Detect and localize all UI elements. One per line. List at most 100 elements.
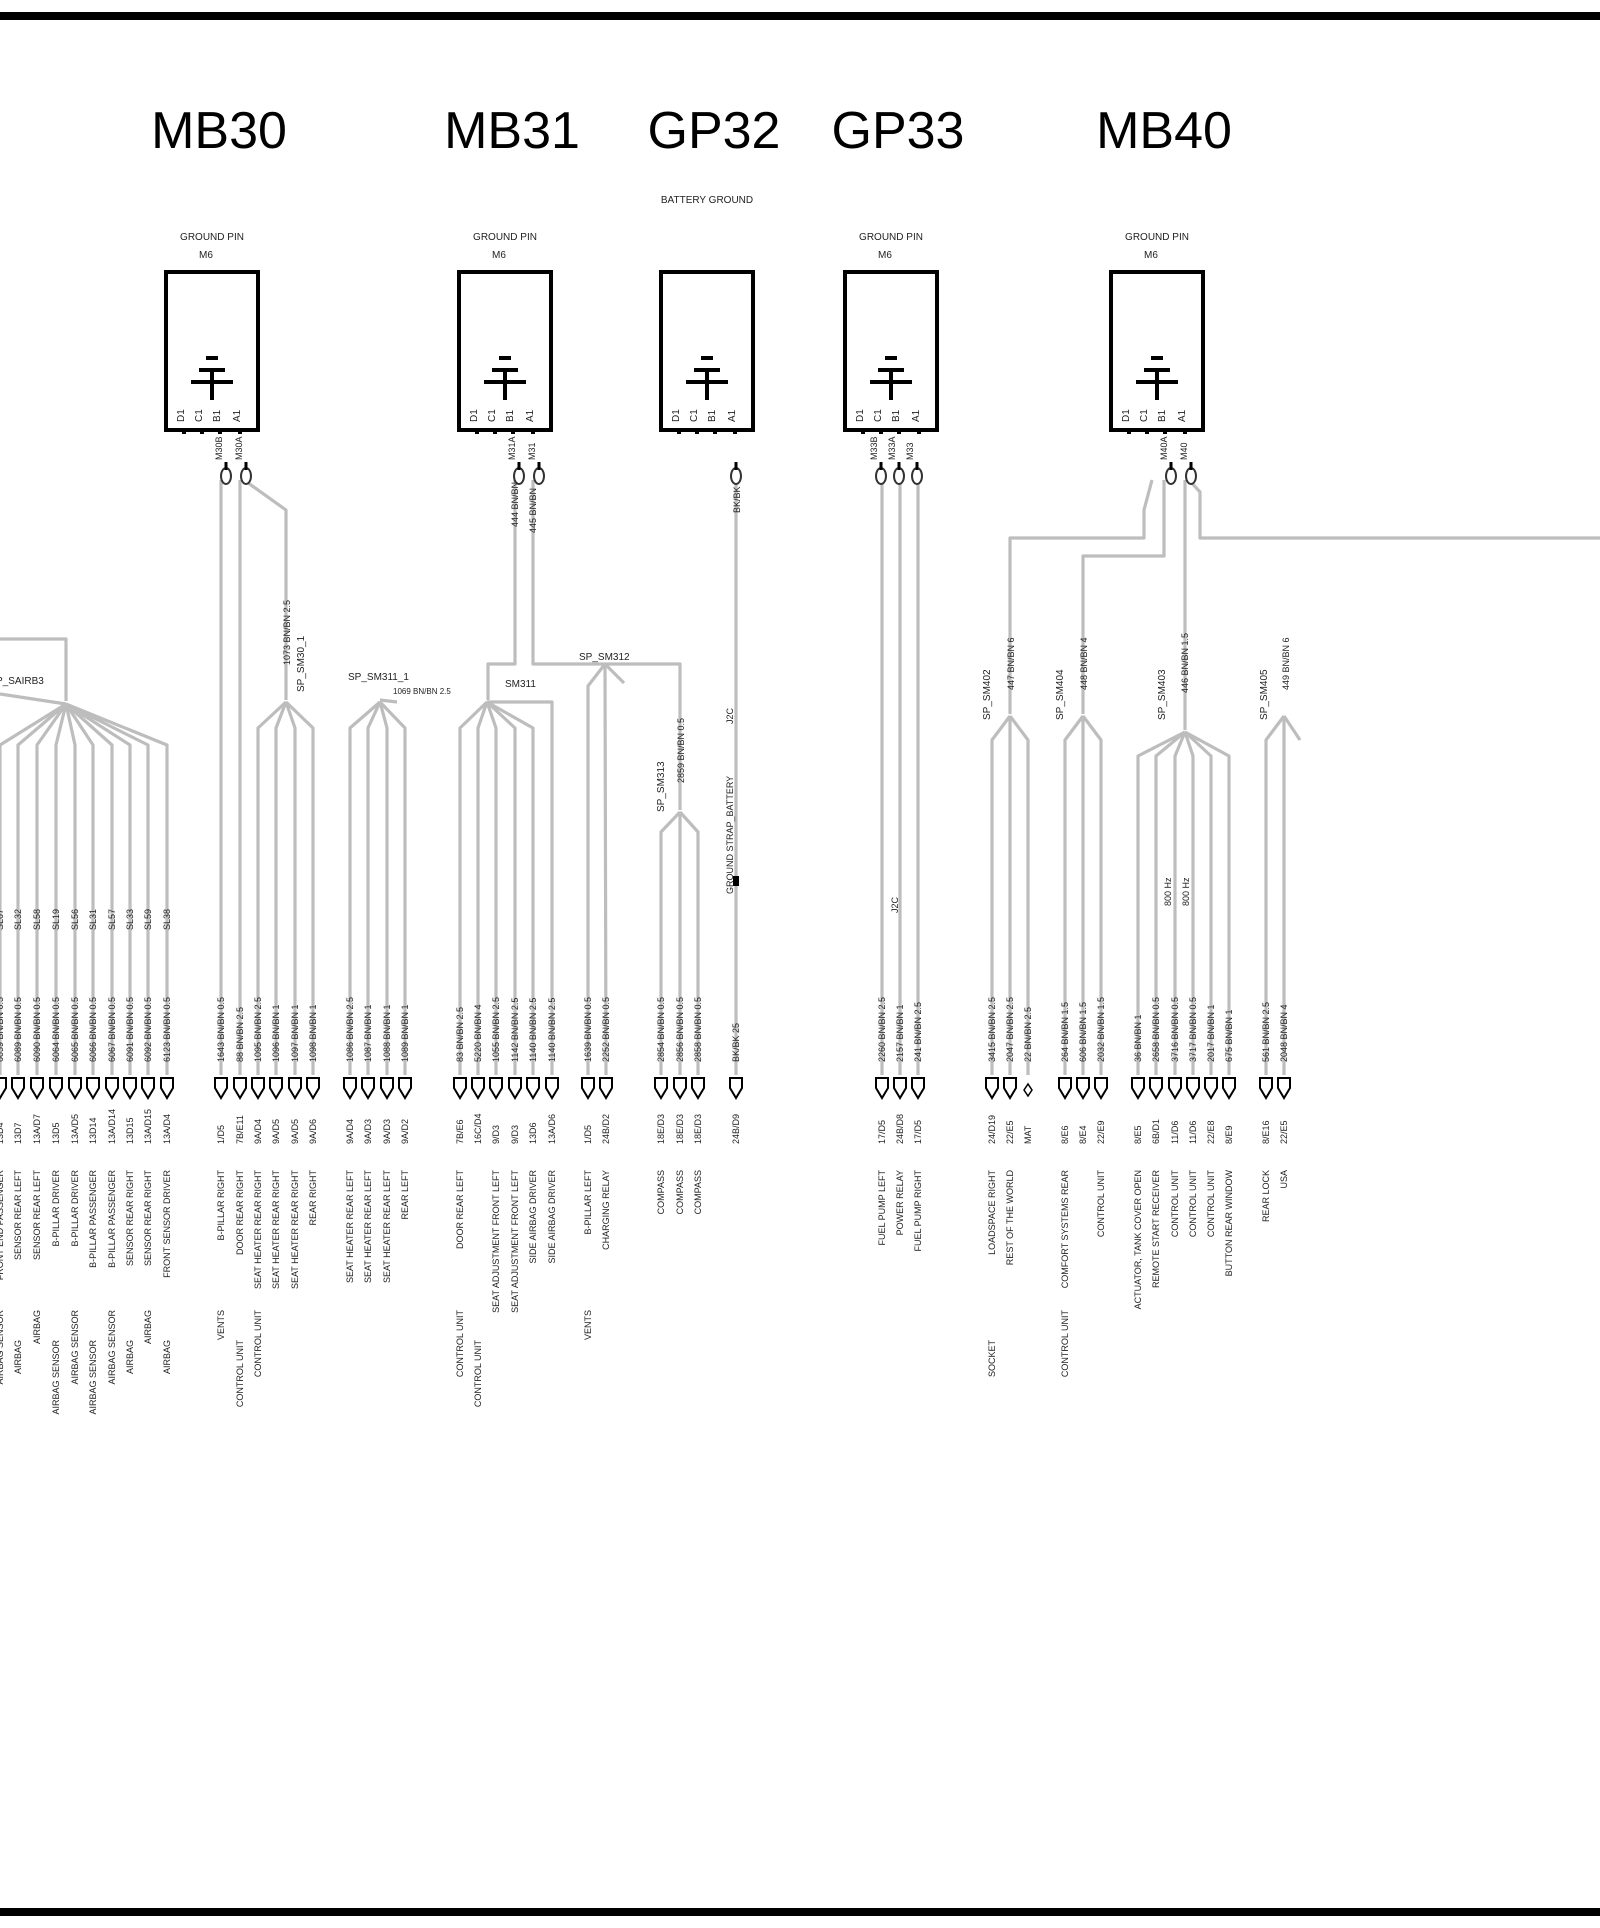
ground-symbol-icon bbox=[191, 356, 233, 400]
destination-label: COMPASS bbox=[693, 1170, 703, 1214]
ground-point-box bbox=[843, 270, 939, 432]
wire-code-label: 2858 BN/BN 0.5 bbox=[693, 997, 703, 1062]
destination-label: B-PILLAR DRIVER bbox=[70, 1170, 80, 1247]
destination-label: REAR LEFT bbox=[400, 1170, 410, 1220]
branch-sm311 bbox=[476, 701, 489, 1075]
terminal-location-label: 8/E5 bbox=[1133, 1125, 1143, 1144]
terminal-arrow-icon bbox=[1058, 1077, 1072, 1100]
branch-sm405 bbox=[1264, 715, 1286, 1075]
destination-label: LOADSPACE RIGHT bbox=[987, 1170, 997, 1255]
terminal-location-label: 9A/D6 bbox=[308, 1119, 318, 1144]
wire-code-label: 1096 BN/BN 1 bbox=[271, 1004, 281, 1062]
terminal-location-label: 9A/D5 bbox=[271, 1119, 281, 1144]
pin-label: C1 bbox=[194, 409, 205, 422]
ground-point-title: MB31 bbox=[444, 102, 580, 160]
wire-code-label: 561 BN/BN 2.5 bbox=[1261, 1002, 1271, 1062]
destination-label-2: CONTROL UNIT bbox=[473, 1340, 483, 1408]
lug-label: M33A bbox=[887, 436, 897, 460]
branch-sairb3 bbox=[0, 692, 67, 706]
ring-lug-icon bbox=[533, 467, 545, 485]
destination-label-2: AIRBAG SENSOR bbox=[0, 1310, 5, 1385]
destination-label-2: AIRBAG bbox=[125, 1340, 135, 1374]
destination-label-2: AIRBAG bbox=[32, 1310, 42, 1344]
branch-sm313 bbox=[659, 810, 682, 1075]
terminal-location-label: 8/E6 bbox=[1060, 1125, 1070, 1144]
pin-label: D1 bbox=[855, 409, 866, 422]
wire-mid-label: 800 Hz bbox=[1181, 877, 1191, 906]
terminal-location-label: 17/D5 bbox=[877, 1120, 887, 1144]
trunk-sm313 bbox=[605, 662, 682, 810]
terminal-location-label: 13D4 bbox=[0, 1122, 5, 1144]
terminal-arrow-icon bbox=[1222, 1077, 1236, 1100]
lug-label: M33 bbox=[905, 442, 915, 460]
terminal-arrow-icon bbox=[233, 1077, 247, 1100]
branch-sm311-1 bbox=[378, 700, 407, 1075]
wire-code-label: 6089 BN/BN 0.5 bbox=[13, 997, 23, 1062]
terminal-location-label: 8/E4 bbox=[1078, 1125, 1088, 1144]
wire-code-label: 2856 BN/BN 0.5 bbox=[675, 997, 685, 1062]
branch-sm311 bbox=[458, 700, 489, 1075]
stub-sm312 bbox=[603, 662, 626, 685]
terminal-arrow-icon bbox=[49, 1077, 63, 1100]
pin-stub bbox=[531, 428, 535, 434]
destination-label: B-PILLAR PASSENGER bbox=[107, 1170, 117, 1268]
wire-code-label: 2658 BN/BN 0.5 bbox=[1151, 997, 1161, 1062]
terminal-location-label: 8/E9 bbox=[1224, 1125, 1234, 1144]
terminal-location-label: 6B/D1 bbox=[1151, 1119, 1161, 1144]
pin-stub bbox=[897, 428, 901, 434]
pin-stub bbox=[1127, 428, 1131, 434]
ground-point-size: M6 bbox=[878, 250, 892, 261]
destination-label: B-PILLAR RIGHT bbox=[216, 1169, 226, 1240]
destination-label-2: AIRBAG SENSOR bbox=[51, 1340, 61, 1415]
ring-lug-icon bbox=[220, 467, 232, 485]
pin-label: A1 bbox=[525, 409, 536, 422]
terminal-arrow-icon bbox=[1204, 1077, 1218, 1100]
pin-stub bbox=[861, 428, 865, 434]
terminal-location-label: 13D5 bbox=[51, 1122, 61, 1144]
wire-mid-label: BK/BK bbox=[732, 486, 742, 513]
wire-code-label: 1142 BN/BN 2.5 bbox=[510, 998, 520, 1062]
terminal-arrow-icon bbox=[1131, 1077, 1145, 1100]
pin-label: B1 bbox=[1157, 409, 1168, 422]
pin-stub bbox=[1183, 428, 1187, 434]
destination-label: COMPASS bbox=[656, 1170, 666, 1214]
lug-label: M30B bbox=[214, 436, 224, 460]
terminal-arrow-icon bbox=[985, 1077, 999, 1100]
pin-stub bbox=[713, 428, 717, 434]
terminal-arrow-icon bbox=[0, 1077, 7, 1100]
destination-label: SEAT HEATER REAR RIGHT bbox=[253, 1170, 263, 1290]
lug-label: M31 bbox=[527, 442, 537, 460]
pin-label: B1 bbox=[505, 409, 516, 422]
destination-label-2: AIRBAG SENSOR bbox=[88, 1340, 98, 1415]
terminal-arrow-icon bbox=[380, 1077, 394, 1100]
terminal-location-label: 22/E8 bbox=[1206, 1120, 1216, 1144]
terminal-arrow-icon bbox=[343, 1077, 357, 1100]
destination-label: CONTROL UNIT bbox=[1096, 1170, 1106, 1238]
terminal-arrow-icon bbox=[306, 1077, 320, 1100]
ring-lug-icon bbox=[513, 467, 525, 485]
wire-code-label: 264 BN/BN 1.5 bbox=[1060, 1002, 1070, 1062]
wire-code-label: 1055 BN/BN 2.5 bbox=[491, 997, 501, 1062]
destination-label: SIDE AIRBAG DRIVER bbox=[547, 1170, 557, 1264]
ground-symbol-icon bbox=[870, 356, 912, 400]
terminal-arrow-icon bbox=[214, 1077, 228, 1100]
destination-label: SENSOR REAR RIGHT bbox=[125, 1170, 135, 1267]
ground-point-title: GP33 bbox=[832, 102, 965, 160]
destination-label: DOOR REAR LEFT bbox=[455, 1170, 465, 1250]
ground-point-size: M6 bbox=[199, 250, 213, 261]
branch-sm402 bbox=[990, 715, 1012, 1075]
pin-label: C1 bbox=[487, 409, 498, 422]
wire-mid-label: 446 BN/BN 1.5 bbox=[1180, 633, 1190, 693]
branch-sairb3 bbox=[35, 703, 68, 1075]
terminal-location-label: 13D15 bbox=[125, 1117, 135, 1144]
terminal-location-label: 9A/D5 bbox=[290, 1119, 300, 1144]
wire-mid-label: 444 BN/BN bbox=[510, 482, 520, 527]
sl-label: SL31 bbox=[88, 909, 98, 930]
ground-symbol-icon bbox=[1136, 356, 1178, 400]
wire-mid-label: 1073 BN/BN 2.5 bbox=[282, 600, 292, 665]
destination-label: SEAT HEATER REAR LEFT bbox=[382, 1170, 392, 1284]
wire-mid-label: J2C bbox=[890, 896, 900, 913]
